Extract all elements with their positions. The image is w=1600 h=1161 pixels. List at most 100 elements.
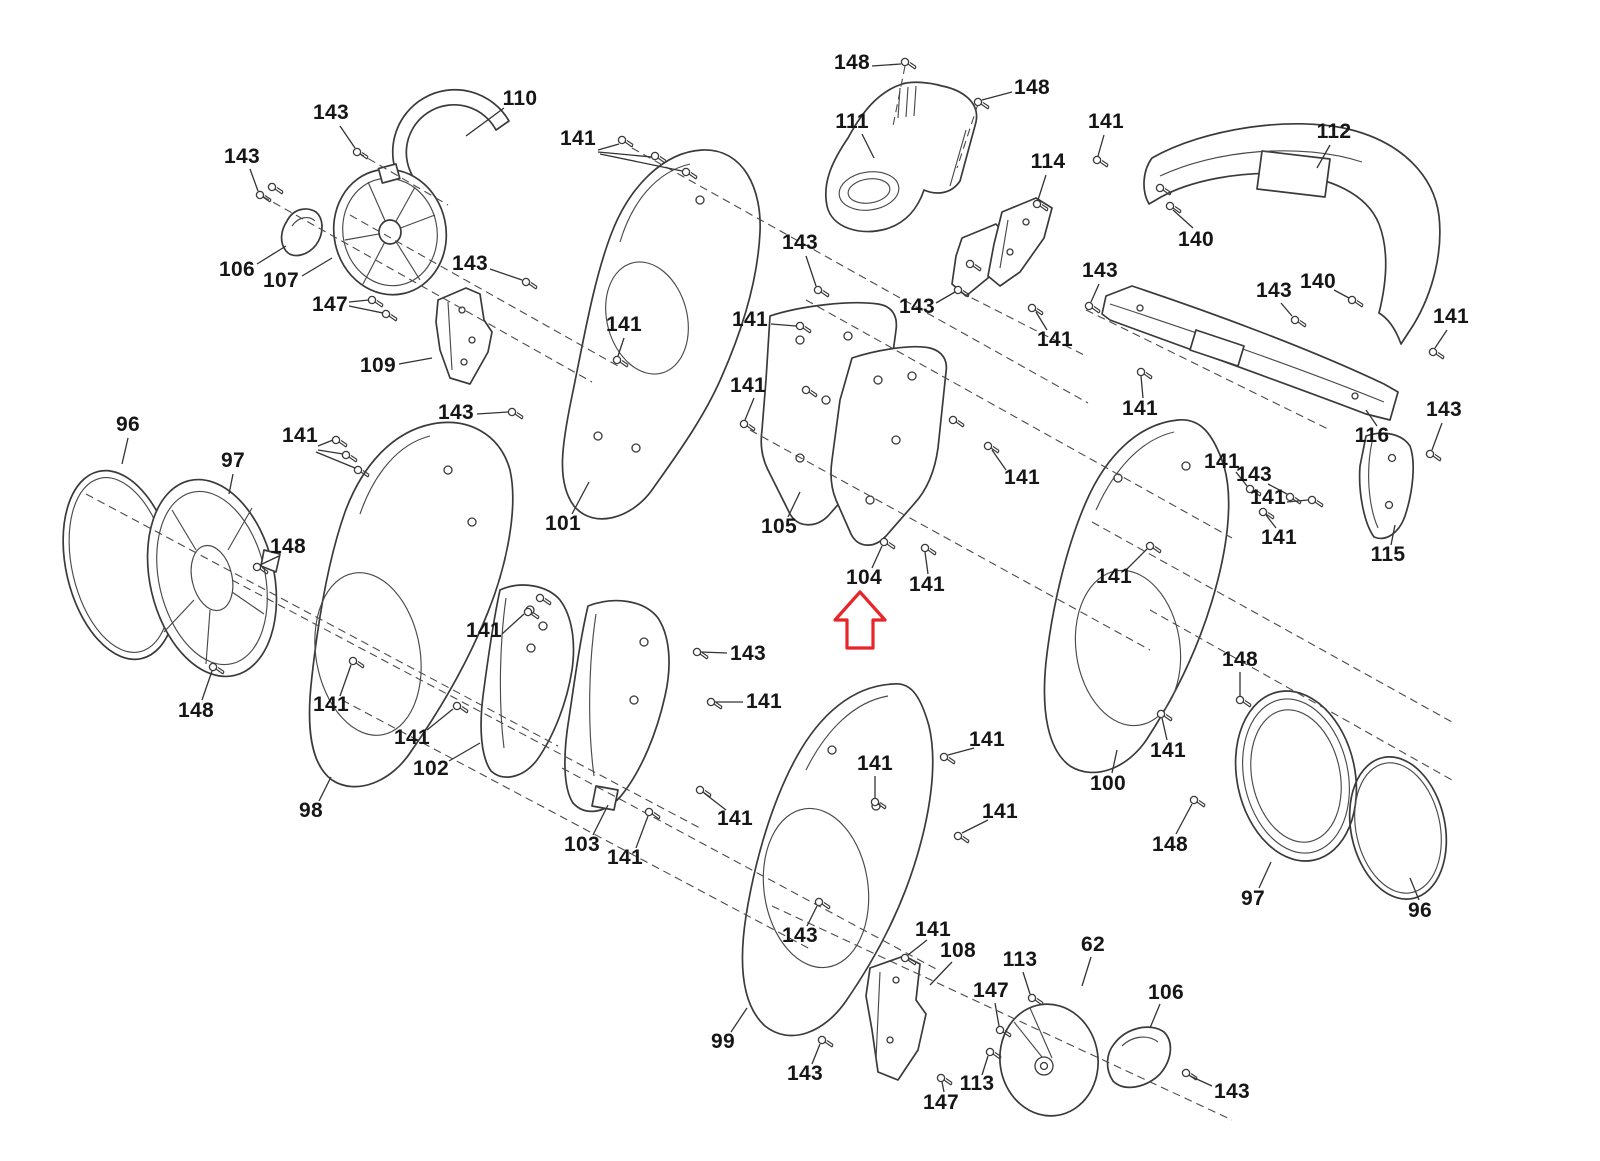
part-label-140: 140 xyxy=(1178,228,1214,251)
leader-line xyxy=(1149,1003,1161,1029)
leader-line xyxy=(348,299,370,303)
leader-line xyxy=(121,437,129,465)
part-96-ring-right xyxy=(1348,756,1448,900)
leader-line xyxy=(1111,749,1118,774)
leader-line xyxy=(1267,483,1288,495)
leader-line xyxy=(571,481,590,515)
leader-line xyxy=(787,491,801,518)
leader-line xyxy=(935,291,956,304)
part-label-141: 141 xyxy=(1037,328,1073,351)
leader-line xyxy=(228,473,234,495)
leader-line xyxy=(259,555,280,566)
leader-line xyxy=(599,153,683,172)
part-106-clip-top-left xyxy=(280,208,323,257)
leader-line xyxy=(805,255,817,287)
leader-line xyxy=(1390,524,1396,546)
part-114-pivot-bracket xyxy=(951,197,1053,297)
part-label-110: 110 xyxy=(502,87,538,110)
part-label-113: 113 xyxy=(1002,948,1038,971)
leader-line xyxy=(811,1043,821,1065)
part-label-141: 141 xyxy=(746,690,782,713)
part-label-141: 141 xyxy=(1433,305,1469,328)
part-label-96: 96 xyxy=(1408,899,1432,922)
dashed-assembly-lines xyxy=(85,65,1453,1121)
part-label-147: 147 xyxy=(973,979,1009,1002)
part-111-console-tray xyxy=(825,81,978,233)
part-label-148: 148 xyxy=(1222,648,1258,671)
part-107-flywheel xyxy=(332,163,448,296)
part-label-141: 141 xyxy=(1250,486,1286,509)
part-102-trim-panel-left xyxy=(480,584,575,778)
leader-line xyxy=(489,268,523,281)
part-label-148: 148 xyxy=(1152,833,1188,856)
leader-line xyxy=(981,1055,989,1076)
part-label-141: 141 xyxy=(732,308,768,331)
part-112-rear-cover xyxy=(1143,122,1441,345)
leader-line xyxy=(981,91,1013,101)
part-label-143: 143 xyxy=(1236,463,1272,486)
leader-line xyxy=(465,107,505,137)
leader-line xyxy=(1235,471,1248,487)
leader-line xyxy=(703,792,727,811)
part-label-141: 141 xyxy=(1204,450,1240,473)
leader-line xyxy=(426,708,454,731)
leader-line xyxy=(339,664,352,697)
leader-line xyxy=(700,651,728,654)
part-115-end-cap-right xyxy=(1358,432,1414,540)
part-label-96: 96 xyxy=(116,413,140,436)
leader-line xyxy=(249,168,259,192)
leader-line xyxy=(597,151,653,158)
leader-line xyxy=(317,439,334,447)
part-label-143: 143 xyxy=(1082,259,1118,282)
leader-line xyxy=(1316,144,1331,169)
leader-line xyxy=(1097,134,1105,157)
part-label-147: 147 xyxy=(923,1091,959,1114)
part-label-141: 141 xyxy=(606,313,642,336)
part-label-106: 106 xyxy=(219,258,255,281)
part-label-111: 111 xyxy=(835,110,869,133)
leader-line xyxy=(871,63,902,67)
part-101-shield-inner-left xyxy=(561,149,761,520)
part-label-148: 148 xyxy=(178,699,214,722)
leader-line xyxy=(871,545,883,569)
leader-line xyxy=(617,337,625,357)
part-label-143: 143 xyxy=(452,252,488,275)
leader-line xyxy=(1140,375,1144,399)
leader-line xyxy=(991,449,1007,471)
part-97-disc-right xyxy=(1234,690,1358,862)
part-label-141: 141 xyxy=(1122,397,1158,420)
leader-line xyxy=(1434,329,1448,349)
part-62-crank-cover xyxy=(999,1003,1099,1117)
part-label-106: 106 xyxy=(1148,981,1184,1004)
part-label-143: 143 xyxy=(438,401,474,424)
leader-line xyxy=(1037,174,1047,201)
leader-line xyxy=(1431,422,1443,451)
leader-line xyxy=(1161,717,1168,741)
part-100-shield-inner-right xyxy=(1043,419,1230,774)
part-label-141: 141 xyxy=(969,728,1005,751)
leader-line xyxy=(1175,803,1193,835)
part-109-bracket-plate xyxy=(435,287,493,385)
part-label-141: 141 xyxy=(730,374,766,397)
part-label-143: 143 xyxy=(899,295,935,318)
leader-line xyxy=(1189,1075,1213,1087)
leader-line xyxy=(339,125,356,149)
part-label-114: 114 xyxy=(1030,150,1066,173)
leader-line xyxy=(318,776,332,802)
part-label-62: 62 xyxy=(1081,933,1105,956)
leader-line xyxy=(476,411,509,415)
part-label-141: 141 xyxy=(282,424,318,447)
part-label-141: 141 xyxy=(717,807,753,830)
part-label-141: 141 xyxy=(909,573,945,596)
part-label-141: 141 xyxy=(1088,110,1124,133)
part-116-rail-cap xyxy=(1101,285,1399,421)
part-label-100: 100 xyxy=(1090,772,1126,795)
part-98-shield-outer-left xyxy=(308,421,514,788)
part-label-148: 148 xyxy=(270,535,306,558)
part-label-141: 141 xyxy=(1150,739,1186,762)
leader-line xyxy=(1365,409,1378,427)
part-label-143: 143 xyxy=(1426,398,1462,421)
leader-line xyxy=(806,905,818,927)
